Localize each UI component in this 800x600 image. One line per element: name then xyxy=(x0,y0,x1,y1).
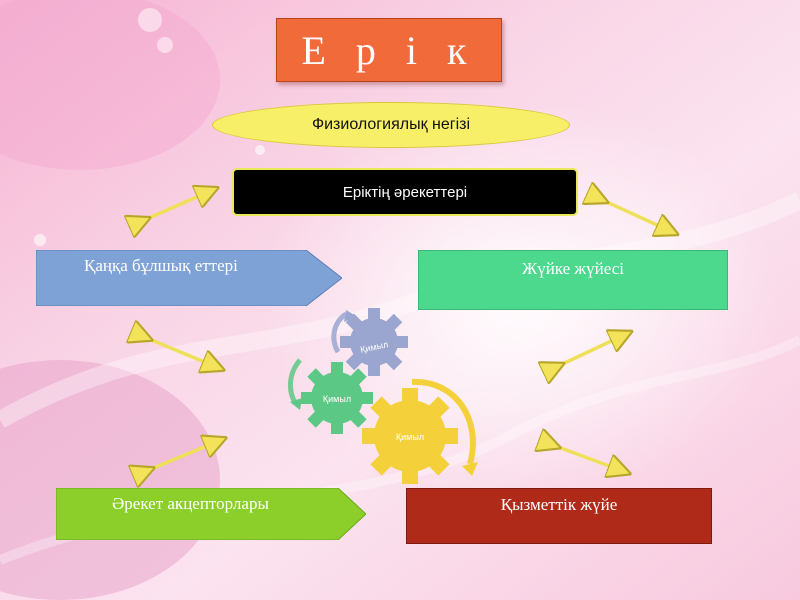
functional-system-text: Қызметтік жүйе xyxy=(500,495,618,514)
will-actions-text: Еріктің әрекеттері xyxy=(342,183,468,201)
skeletal-muscles-box: Қаңқа бұлшық еттері xyxy=(36,250,342,306)
action-acceptors-box: Әрекет акцепторлары xyxy=(56,488,366,540)
blue-pentagon-shape xyxy=(36,250,342,306)
nervous-system-text: Жүйке жүйесі xyxy=(521,259,625,278)
functional-system-box: Қызметтік жүйе xyxy=(406,488,712,544)
skeletal-muscles-text: Қаңқа бұлшық еттері xyxy=(84,256,238,275)
title-text: Е р і к xyxy=(301,27,477,73)
subtitle-ellipse: Физиологиялық негізі xyxy=(212,102,570,148)
page-title: Е р і к xyxy=(276,18,502,82)
will-actions-box: Еріктің әрекеттері xyxy=(232,168,578,216)
lime-pentagon-shape xyxy=(56,488,366,540)
nervous-system-box: Жүйке жүйесі xyxy=(418,250,728,310)
action-acceptors-text: Әрекет акцепторлары xyxy=(112,494,269,513)
subtitle-text: Физиологиялық негізі xyxy=(311,116,471,133)
